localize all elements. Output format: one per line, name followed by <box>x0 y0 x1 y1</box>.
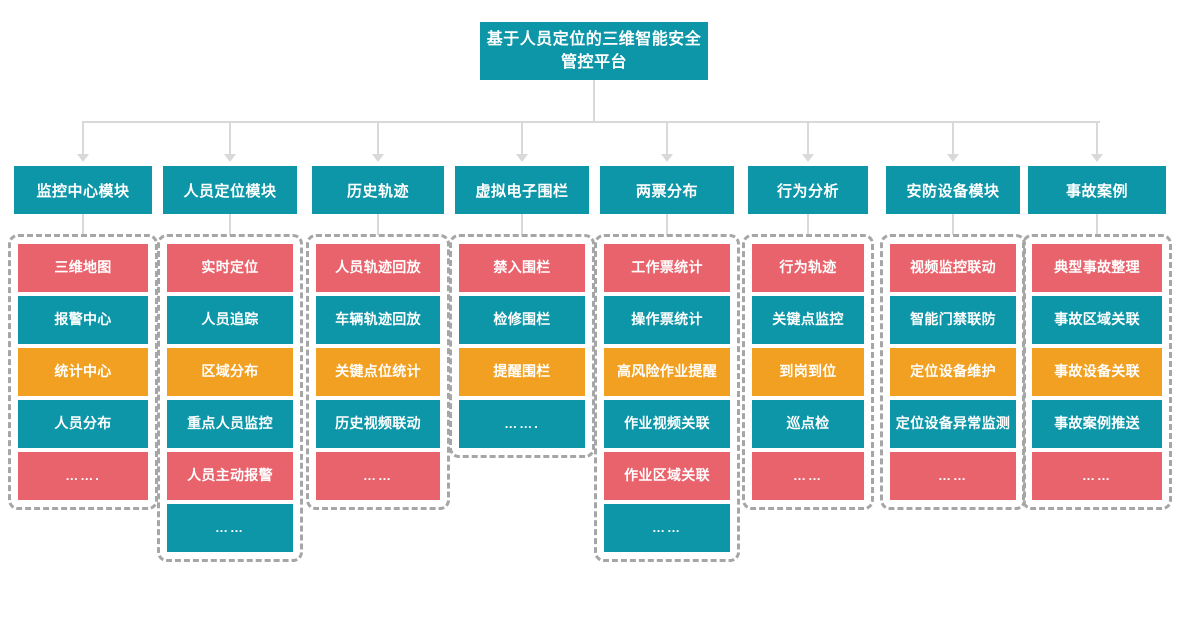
connector-arrow-3 <box>372 154 384 162</box>
module-header-4[interactable]: 虚拟电子围栏 <box>455 166 589 214</box>
module-item-3-1[interactable]: 人员轨迹回放 <box>316 244 440 292</box>
module-item-3-3[interactable]: 关键点位统计 <box>316 348 440 396</box>
module-item-2-1[interactable]: 实时定位 <box>167 244 293 292</box>
module-group-1: 三维地图报警中心统计中心人员分布……. <box>8 234 158 510</box>
connector-stub-5 <box>666 212 668 235</box>
module-item-8-2[interactable]: 事故区域关联 <box>1032 296 1162 344</box>
connector-stub-6 <box>807 212 809 235</box>
module-item-1-4[interactable]: 人员分布 <box>18 400 148 448</box>
connector-stub-3 <box>377 212 379 235</box>
connector-stub-7 <box>952 212 954 235</box>
module-item-7-5[interactable]: …… <box>890 452 1016 500</box>
module-item-4-4[interactable]: ……. <box>459 400 585 448</box>
connector-stub-8 <box>1096 212 1098 235</box>
module-item-6-4[interactable]: 巡点检 <box>752 400 864 448</box>
connector-drop-6 <box>807 122 809 158</box>
module-item-7-3[interactable]: 定位设备维护 <box>890 348 1016 396</box>
module-item-5-3[interactable]: 高风险作业提醒 <box>604 348 730 396</box>
module-item-4-3[interactable]: 提醒围栏 <box>459 348 585 396</box>
connector-drop-5 <box>666 122 668 158</box>
module-item-2-4[interactable]: 重点人员监控 <box>167 400 293 448</box>
module-group-7: 视频监控联动智能门禁联防定位设备维护定位设备异常监测…… <box>880 234 1026 510</box>
module-group-4: 禁入围栏检修围栏提醒围栏……. <box>449 234 595 458</box>
module-item-3-2[interactable]: 车辆轨迹回放 <box>316 296 440 344</box>
module-item-2-5[interactable]: 人员主动报警 <box>167 452 293 500</box>
connector-arrow-8 <box>1091 154 1103 162</box>
module-item-2-3[interactable]: 区域分布 <box>167 348 293 396</box>
module-header-2[interactable]: 人员定位模块 <box>163 166 297 214</box>
module-item-5-2[interactable]: 操作票统计 <box>604 296 730 344</box>
module-header-6[interactable]: 行为分析 <box>748 166 868 214</box>
module-group-5: 工作票统计操作票统计高风险作业提醒作业视频关联作业区域关联…… <box>594 234 740 562</box>
module-item-1-2[interactable]: 报警中心 <box>18 296 148 344</box>
connector-arrow-5 <box>661 154 673 162</box>
module-group-6: 行为轨迹关键点监控到岗到位巡点检…… <box>742 234 874 510</box>
module-item-2-6[interactable]: …… <box>167 504 293 552</box>
module-header-8[interactable]: 事故案例 <box>1028 166 1166 214</box>
module-group-2: 实时定位人员追踪区域分布重点人员监控人员主动报警…… <box>157 234 303 562</box>
connector-arrow-6 <box>802 154 814 162</box>
module-group-8: 典型事故整理事故区域关联事故设备关联事故案例推送…… <box>1022 234 1172 510</box>
module-item-3-5[interactable]: …… <box>316 452 440 500</box>
module-item-8-4[interactable]: 事故案例推送 <box>1032 400 1162 448</box>
connector-arrow-4 <box>516 154 528 162</box>
module-item-2-2[interactable]: 人员追踪 <box>167 296 293 344</box>
module-item-1-5[interactable]: ……. <box>18 452 148 500</box>
connector-trunk-vertical <box>593 80 595 122</box>
connector-horizontal-bus <box>82 121 1100 123</box>
module-item-6-3[interactable]: 到岗到位 <box>752 348 864 396</box>
module-item-5-6[interactable]: …… <box>604 504 730 552</box>
module-item-6-1[interactable]: 行为轨迹 <box>752 244 864 292</box>
module-item-7-1[interactable]: 视频监控联动 <box>890 244 1016 292</box>
module-header-7[interactable]: 安防设备模块 <box>886 166 1020 214</box>
module-item-6-5[interactable]: …… <box>752 452 864 500</box>
connector-arrow-1 <box>77 154 89 162</box>
connector-drop-8 <box>1096 122 1098 158</box>
connector-drop-1 <box>82 122 84 158</box>
module-item-3-4[interactable]: 历史视频联动 <box>316 400 440 448</box>
module-item-4-2[interactable]: 检修围栏 <box>459 296 585 344</box>
module-item-5-5[interactable]: 作业区域关联 <box>604 452 730 500</box>
module-group-3: 人员轨迹回放车辆轨迹回放关键点位统计历史视频联动…… <box>306 234 450 510</box>
module-item-1-3[interactable]: 统计中心 <box>18 348 148 396</box>
module-item-8-5[interactable]: …… <box>1032 452 1162 500</box>
module-item-7-4[interactable]: 定位设备异常监测 <box>890 400 1016 448</box>
platform-title: 基于人员定位的三维智能安全管控平台 <box>480 22 708 80</box>
module-item-8-1[interactable]: 典型事故整理 <box>1032 244 1162 292</box>
module-item-5-4[interactable]: 作业视频关联 <box>604 400 730 448</box>
module-item-8-3[interactable]: 事故设备关联 <box>1032 348 1162 396</box>
module-item-7-2[interactable]: 智能门禁联防 <box>890 296 1016 344</box>
connector-stub-2 <box>229 212 231 235</box>
module-item-5-1[interactable]: 工作票统计 <box>604 244 730 292</box>
connector-arrow-7 <box>947 154 959 162</box>
module-header-1[interactable]: 监控中心模块 <box>14 166 152 214</box>
module-item-4-1[interactable]: 禁入围栏 <box>459 244 585 292</box>
connector-drop-3 <box>377 122 379 158</box>
connector-stub-4 <box>521 212 523 235</box>
module-item-1-1[interactable]: 三维地图 <box>18 244 148 292</box>
connector-drop-2 <box>229 122 231 158</box>
module-item-6-2[interactable]: 关键点监控 <box>752 296 864 344</box>
module-header-3[interactable]: 历史轨迹 <box>312 166 444 214</box>
connector-drop-4 <box>521 122 523 158</box>
module-header-5[interactable]: 两票分布 <box>600 166 734 214</box>
connector-stub-1 <box>82 212 84 235</box>
connector-drop-7 <box>952 122 954 158</box>
connector-arrow-2 <box>224 154 236 162</box>
